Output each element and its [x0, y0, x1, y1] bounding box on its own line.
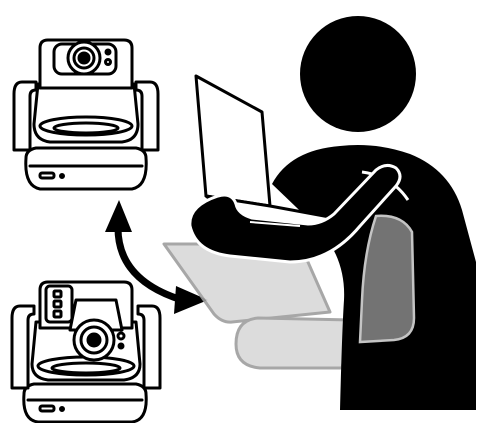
ptz-camera-front-icon [12, 38, 160, 191]
person-arm [188, 163, 402, 264]
ghost-arm-overlay [358, 214, 416, 344]
ghost-desk-overlay [162, 242, 354, 370]
ptz-camera-top-icon [10, 280, 162, 423]
double-headed-arrow-icon [105, 200, 208, 314]
